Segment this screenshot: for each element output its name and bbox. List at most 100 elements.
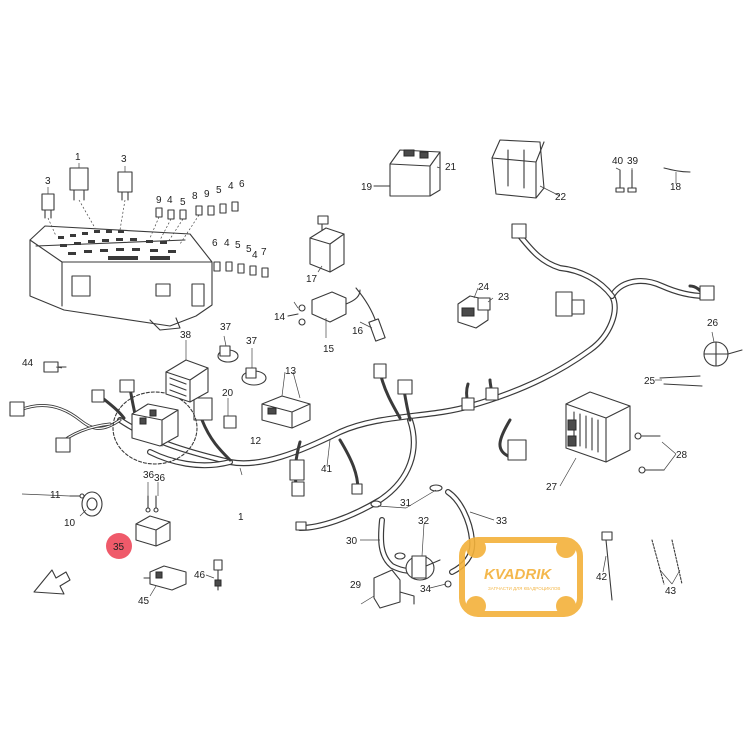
relay-37b[interactable] — [241, 367, 267, 386]
starter-relay-12[interactable] — [261, 395, 311, 429]
callout-20: 20 — [222, 388, 234, 399]
callout-40: 40 — [612, 156, 624, 167]
horn-10[interactable] — [81, 491, 103, 517]
fuse-leaders — [47, 199, 200, 245]
callout-labels: 1 3 3 9 4 5 8 9 5 4 6 6 4 5 5 4 7 1 10 1… — [22, 152, 719, 607]
callout-34: 34 — [420, 584, 432, 595]
callout-2: 1 — [75, 152, 81, 163]
callout-3b: 3 — [45, 176, 51, 187]
callout-5b: 5 — [216, 185, 222, 196]
callout-6b: 6 — [212, 238, 218, 249]
leader-lines — [21, 163, 715, 605]
callout-4d: 4 — [252, 250, 258, 261]
callout-17: 17 — [306, 274, 318, 285]
callout-46: 46 — [194, 570, 206, 581]
screw-11[interactable] — [69, 493, 85, 499]
connector-20[interactable] — [223, 415, 237, 429]
callout-4c: 4 — [224, 238, 230, 249]
clamps-31[interactable] — [370, 484, 443, 560]
battery-21[interactable] — [389, 149, 441, 197]
wheel-icon — [466, 596, 486, 616]
callout-28: 28 — [676, 450, 688, 461]
callout-15: 15 — [323, 344, 335, 355]
cap-14[interactable] — [287, 304, 306, 326]
callout-11: 11 — [50, 490, 61, 501]
connector-23[interactable] — [477, 297, 491, 311]
callout-16: 16 — [352, 326, 364, 337]
bolts-25[interactable] — [659, 375, 703, 387]
coil-body-15[interactable] — [311, 289, 361, 323]
sensor-46[interactable] — [213, 559, 223, 591]
screws-40-39[interactable] — [615, 169, 637, 193]
junction-block[interactable] — [131, 403, 179, 447]
callout-4b: 4 — [228, 181, 234, 192]
callout-37b: 37 — [246, 336, 258, 347]
wheel-icon — [556, 538, 576, 558]
callout-37a: 37 — [220, 322, 232, 333]
callout-12: 12 — [250, 436, 262, 447]
bracket-29[interactable] — [373, 569, 415, 609]
callout-23: 23 — [498, 292, 510, 303]
watermark-brand: KVADRIK — [484, 566, 552, 583]
battery-bracket-22[interactable] — [491, 139, 545, 199]
kvadrik-watermark: KVADRIK ЗАПЧАСТИ ДЛЯ КВАДРОЦИКЛОВ — [459, 537, 583, 617]
callout-45: 45 — [138, 596, 150, 607]
callout-27: 27 — [546, 482, 558, 493]
callout-5a: 5 — [180, 197, 186, 208]
flasher-26[interactable] — [703, 341, 743, 367]
callout-30: 30 — [346, 536, 358, 547]
sensor-44[interactable] — [43, 361, 67, 373]
callout-6a: 6 — [239, 179, 245, 190]
callout-21: 21 — [445, 162, 457, 173]
spark-plug-cap-16[interactable] — [355, 287, 386, 342]
springs-43[interactable] — [651, 539, 683, 585]
connector-45[interactable] — [143, 565, 187, 591]
detail-highlight-ring — [112, 391, 198, 465]
screws-36[interactable] — [145, 495, 159, 513]
callout-1: 1 — [238, 512, 244, 523]
callout-9a: 9 — [156, 195, 162, 206]
callout-29: 29 — [350, 580, 362, 591]
strap-18[interactable] — [663, 167, 691, 173]
callout-36b: 36 — [154, 473, 166, 484]
callout-32: 32 — [418, 516, 430, 527]
callout-42: 42 — [596, 572, 608, 583]
callout-39: 39 — [627, 156, 639, 167]
front-arrow-icon — [33, 569, 71, 595]
callout-24: 24 — [478, 282, 490, 293]
relay-top[interactable] — [41, 167, 133, 219]
watermark-tagline: ЗАПЧАСТИ ДЛЯ КВАДРОЦИКЛОВ — [488, 586, 560, 591]
callout-35: 35 — [113, 542, 125, 553]
callout-4a: 4 — [167, 195, 173, 206]
callout-44: 44 — [22, 358, 34, 369]
cable-tie-42[interactable] — [601, 531, 613, 601]
bolts-28[interactable] — [634, 432, 665, 474]
fuel-pump-32[interactable] — [405, 555, 441, 581]
callout-19: 19 — [361, 182, 373, 193]
callout-43: 43 — [665, 586, 677, 597]
callout-5d: 5 — [246, 244, 252, 255]
fuse-box[interactable] — [29, 225, 213, 331]
callout-22: 22 — [555, 192, 567, 203]
callout-7: 7 — [261, 247, 267, 258]
fuses-top-row[interactable] — [155, 201, 269, 278]
wheel-icon — [466, 538, 486, 558]
callout-31: 31 — [400, 498, 412, 509]
callout-41: 41 — [321, 464, 333, 475]
callout-25: 25 — [644, 376, 656, 387]
cdi-unit-38[interactable] — [165, 359, 209, 403]
voltage-regulator-27[interactable] — [565, 391, 631, 463]
harness-connectors[interactable] — [9, 223, 715, 531]
wheel-icon — [556, 596, 576, 616]
callout-10: 10 — [64, 518, 76, 529]
relay-37a[interactable] — [217, 345, 239, 363]
callout-33: 33 — [496, 516, 508, 527]
relay-35[interactable] — [135, 515, 171, 547]
callout-5c: 5 — [235, 240, 241, 251]
callout-13: 13 — [285, 366, 297, 377]
callout-14: 14 — [274, 312, 286, 323]
callout-36a: 36 — [143, 470, 155, 481]
ignition-coil-17[interactable] — [309, 215, 345, 273]
callout-3a: 3 — [121, 154, 127, 165]
